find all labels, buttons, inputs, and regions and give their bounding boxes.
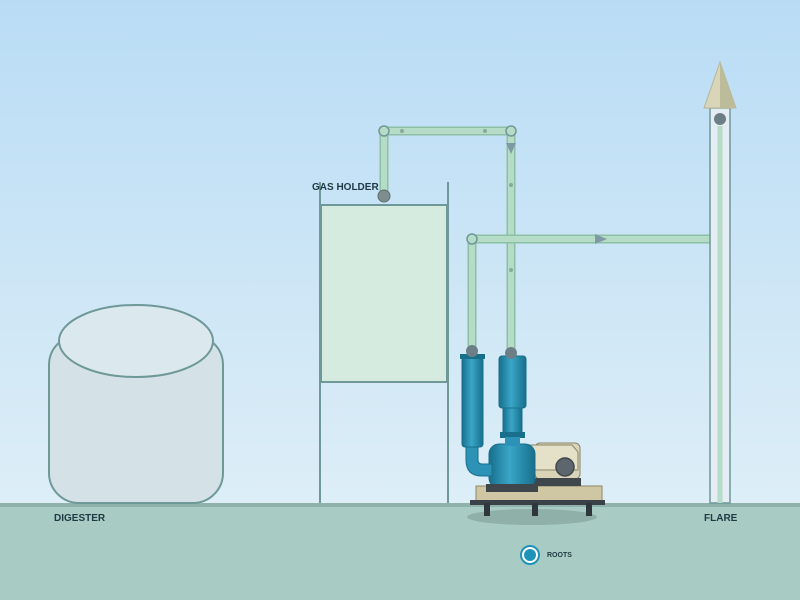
flow-dot <box>400 129 404 133</box>
joint-node <box>378 125 390 137</box>
roots-blower-unit[interactable] <box>460 345 605 525</box>
flare-tip-shade <box>720 62 736 108</box>
triangle-arrow-icon <box>506 143 516 154</box>
discharge-flange <box>500 432 525 438</box>
pipe-flow-dots <box>400 129 513 272</box>
inlet-silencer <box>461 356 484 448</box>
pipe-cap <box>466 345 478 357</box>
flare-sensor <box>714 113 726 125</box>
blower-base <box>486 484 538 492</box>
gas-holder[interactable] <box>319 182 449 503</box>
gas-holder-label: GAS HOLDER <box>312 182 379 193</box>
roots-label: ROOTS <box>547 551 572 559</box>
flare-stack[interactable] <box>703 60 737 504</box>
digester-tank[interactable] <box>48 304 224 504</box>
flow-dot <box>509 183 513 187</box>
gas-holder-valve[interactable] <box>377 189 391 203</box>
joint-node <box>505 125 517 137</box>
flare-label: FLARE <box>704 513 738 524</box>
digester-label: DIGESTER <box>54 513 106 524</box>
ground-line <box>0 503 800 507</box>
inlet-elbow <box>465 445 493 477</box>
flow-dot <box>483 129 487 133</box>
discharge-neck <box>505 437 520 446</box>
ground <box>0 505 800 600</box>
motor-base <box>533 478 581 486</box>
pipe-cap <box>505 347 517 359</box>
joint-node <box>466 233 478 245</box>
roots-marker-inner <box>524 549 536 561</box>
skid-leg <box>532 503 538 516</box>
blower-casing <box>488 443 536 489</box>
triangle-arrow-icon <box>595 234 607 244</box>
roots-badge[interactable]: ROOTS <box>520 545 572 565</box>
gas-holder-bell <box>320 204 448 383</box>
roots-marker-icon <box>520 545 540 565</box>
skid-rail <box>470 500 605 505</box>
valve-icon <box>377 189 391 203</box>
discharge-silencer-lower <box>502 407 523 435</box>
digester-dome <box>58 304 214 378</box>
skid-leg <box>586 503 592 516</box>
skid-leg <box>484 503 490 516</box>
motor-fan <box>555 457 575 477</box>
machine-shadow <box>467 509 597 525</box>
discharge-silencer <box>498 355 527 409</box>
flow-dot <box>509 268 513 272</box>
